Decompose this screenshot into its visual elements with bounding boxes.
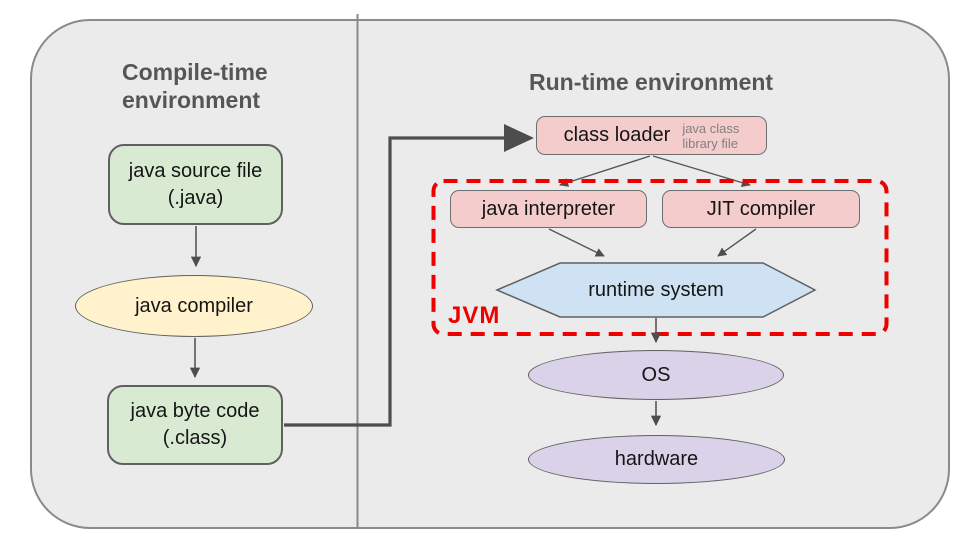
node-java-compiler: java compiler <box>75 275 313 337</box>
os-label: OS <box>641 363 671 386</box>
compile-time-title: Compile-time environment <box>122 58 268 114</box>
jit-compiler-label: JIT compiler <box>706 197 816 220</box>
compile-time-title-line1: Compile-time <box>122 59 268 85</box>
java-source-file-label: java source file (.java) <box>128 159 263 209</box>
runtime-system-label: runtime system <box>588 279 724 301</box>
node-java-interpreter: java interpreter <box>450 190 647 228</box>
java-interpreter-label: java interpreter <box>481 197 616 220</box>
node-hardware: hardware <box>528 435 785 484</box>
class-loader-note: java class library file <box>682 120 740 151</box>
java-compiler-label: java compiler <box>135 294 253 317</box>
hardware-label: hardware <box>614 448 699 470</box>
node-os: OS <box>528 350 784 400</box>
node-java-byte-code: java byte code (.class) <box>107 385 283 465</box>
node-jit-compiler: JIT compiler <box>662 190 860 228</box>
java-byte-code-label: java byte code (.class) <box>130 400 260 449</box>
class-loader-label: class loader <box>563 124 671 146</box>
node-class-loader: class loader java class library file <box>536 116 767 155</box>
jvm-label: JVM <box>448 302 501 329</box>
node-java-source-file: java source file (.java) <box>108 144 283 225</box>
compile-time-title-line2: environment <box>122 87 261 113</box>
run-time-title: Run-time environment <box>529 69 774 95</box>
